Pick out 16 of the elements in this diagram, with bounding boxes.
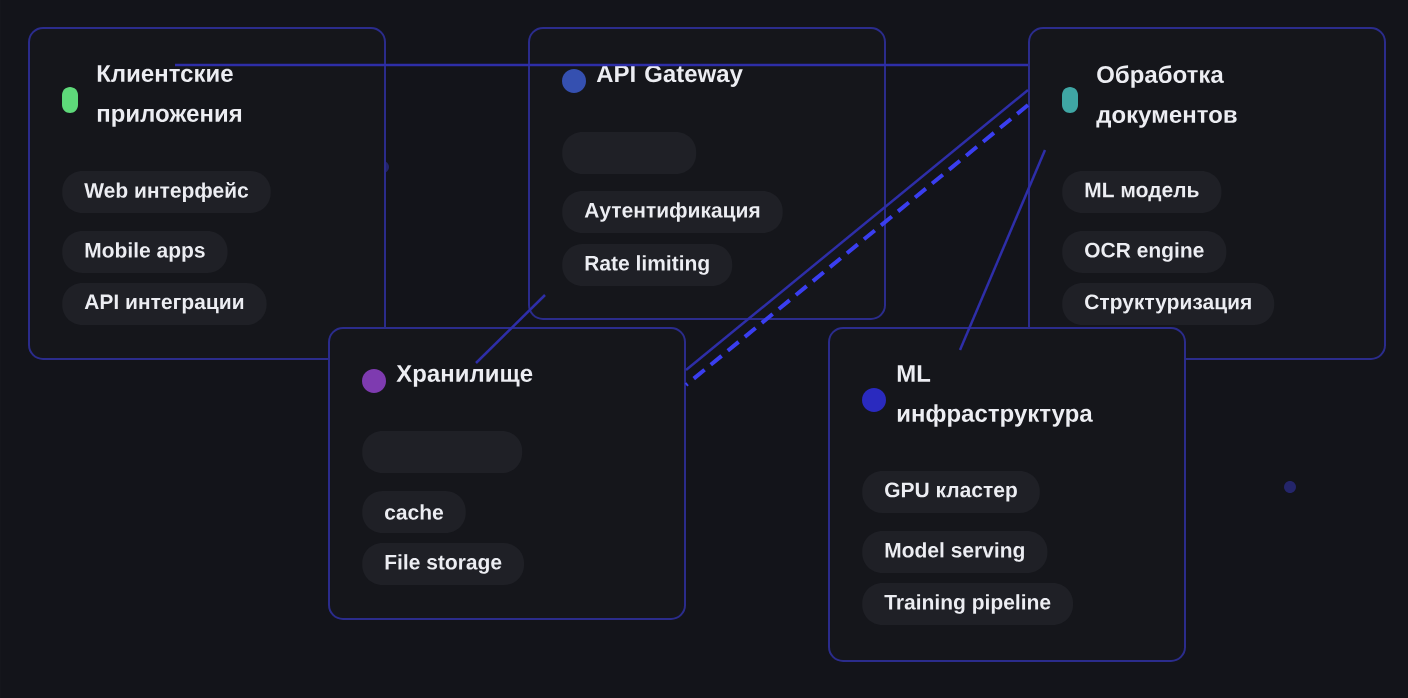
- tag-pill: Web интерфейс: [62, 171, 271, 213]
- tag-pill: ML модель: [1062, 171, 1222, 213]
- tag-pill: GPU кластер: [862, 471, 1040, 513]
- tag-pill: Rate limiting: [562, 244, 733, 286]
- tag-pill: OCR engine: [1062, 231, 1227, 273]
- tag-pill: Структуризация: [1062, 283, 1275, 325]
- tag-pill: File storage: [362, 543, 525, 585]
- tag-pill: API интеграции: [62, 283, 267, 325]
- tag-pill: Аутентификация: [562, 191, 783, 233]
- tag-pill: cache: [362, 491, 466, 533]
- tag-pill: Training pipeline: [862, 583, 1074, 625]
- connector-line: [475, 294, 546, 364]
- tag-pill: Mobile apps: [62, 231, 228, 273]
- connector-line: [175, 63, 1028, 67]
- tag-pill: Model serving: [862, 531, 1048, 573]
- connector-line: [958, 149, 1047, 351]
